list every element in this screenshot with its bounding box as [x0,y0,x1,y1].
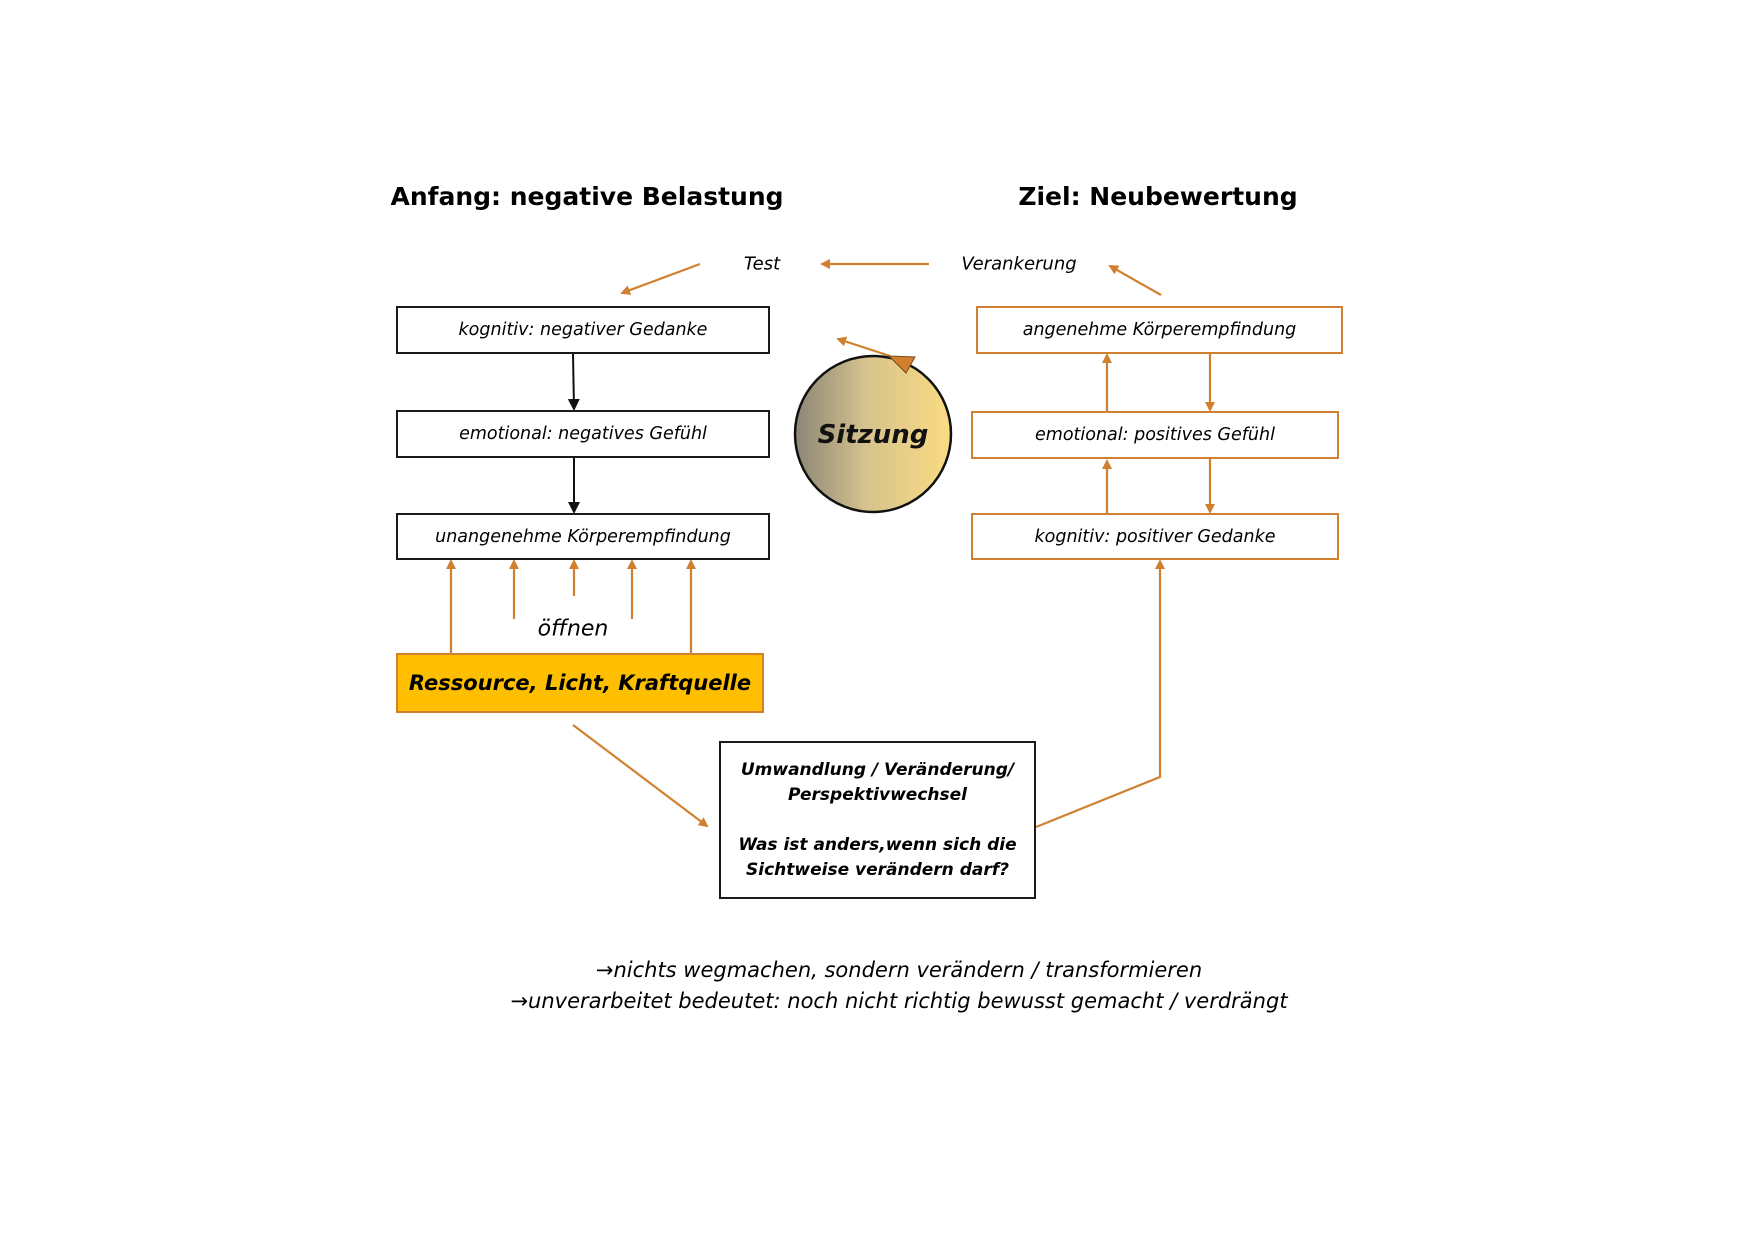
arrow-right-icon: → [510,989,529,1013]
box-resource-text: Ressource, Licht, Kraftquelle [408,671,752,695]
label-open: öffnen [537,616,609,642]
label-test: Test [743,253,781,275]
footer-note-2: →unverarbeitet bedeutet: noch nicht rich… [510,989,1287,1013]
box-pleasant-sensation-text: angenehme Körperempfindung [1022,320,1297,340]
arrow-resource-to-transformation [572,724,709,828]
session-cycle-arrowhead [887,355,916,374]
box-negative-feeling: emotional: negatives Gefühl [396,410,770,458]
title-start: Anfang: negative Belastung [390,182,784,211]
box-positive-feeling: emotional: positives Gefühl [971,411,1339,459]
box-negative-thought-text: kognitiv: negativer Gedanke [458,320,708,340]
transformation-question-1: Was ist anders,wenn sich die [738,834,1017,855]
box-pleasant-sensation: angenehme Körperempfindung [976,306,1343,354]
box-positive-feeling-text: emotional: positives Gefühl [1035,425,1275,445]
box-transformation: Umwandlung / Veränderung/ Perspektivwech… [719,741,1036,899]
transformation-line-1: Umwandlung / Veränderung/ [740,759,1015,780]
box-positive-thought-text: kognitiv: positiver Gedanke [1034,526,1276,547]
transformation-line-2: Perspektivwechsel [788,784,967,805]
box-resource: Ressource, Licht, Kraftquelle [396,653,764,713]
arrow-right-icon: → [595,958,614,982]
arrow-cognitive-to-emotional [567,353,580,411]
session-cycle-arrow [836,336,891,358]
arrow-transformation-to-positive-thought [1035,559,1165,829]
footer-note-2-text: unverarbeitet bedeutet: noch nicht richt… [528,989,1288,1013]
session-circle [793,354,953,514]
arrow-right-to-anchoring [1108,265,1162,296]
box-unpleasant-sensation-text: unangenehme Körperempfindung [435,526,731,547]
footer-note-1: →nichts wegmachen, sondern verändern / t… [596,958,1202,982]
transformation-question-2: Sichtweise verändern darf? [746,859,1009,880]
label-anchoring: Verankerung [961,253,1077,275]
session-label: Sitzung [818,420,929,450]
title-goal: Ziel: Neubewertung [1018,182,1298,211]
box-positive-thought: kognitiv: positiver Gedanke [971,513,1339,560]
footer-note-1-text: nichts wegmachen, sondern verändern / tr… [613,958,1203,982]
box-unpleasant-sensation: unangenehme Körperempfindung [396,513,770,560]
arrow-test-to-left [620,262,701,295]
box-negative-feeling-text: emotional: negatives Gefühl [459,424,707,444]
box-negative-thought: kognitiv: negativer Gedanke [396,306,770,354]
